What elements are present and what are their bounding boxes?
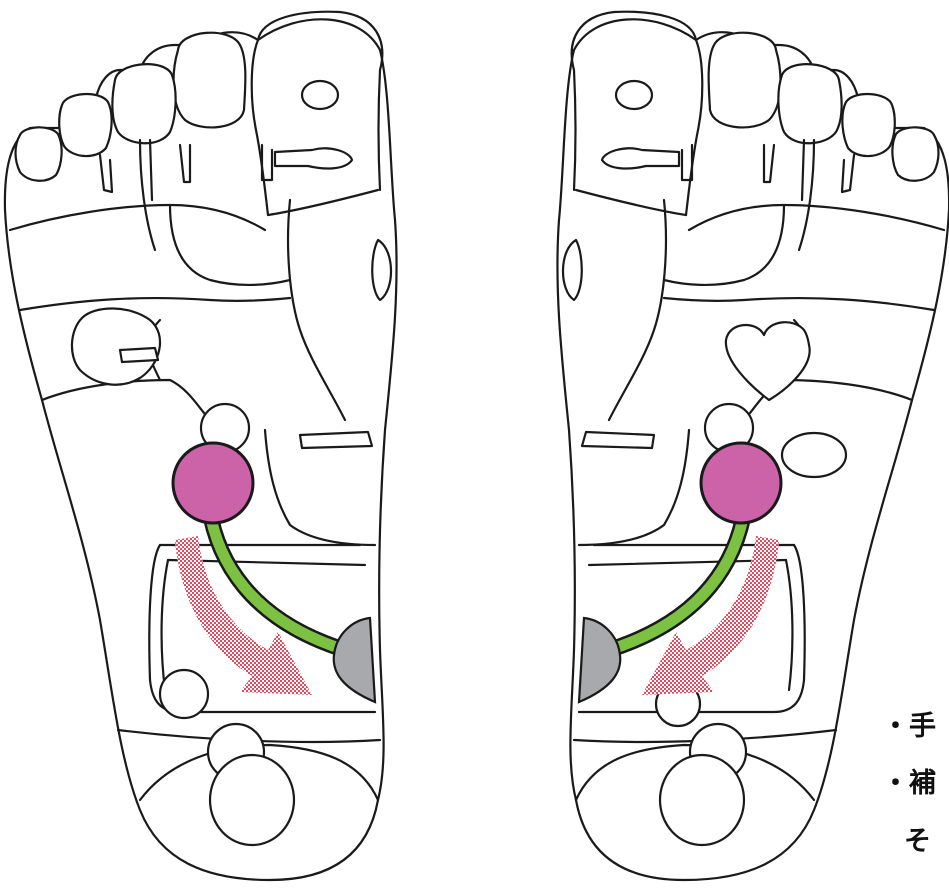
note-line-1: ・手 [882, 713, 936, 740]
kidney-point-left [173, 443, 253, 523]
small-circle-left [160, 670, 208, 718]
kidney-point-right [701, 443, 781, 523]
note-line-3: そ [904, 828, 931, 855]
note-line-2: ・補 [882, 770, 936, 797]
